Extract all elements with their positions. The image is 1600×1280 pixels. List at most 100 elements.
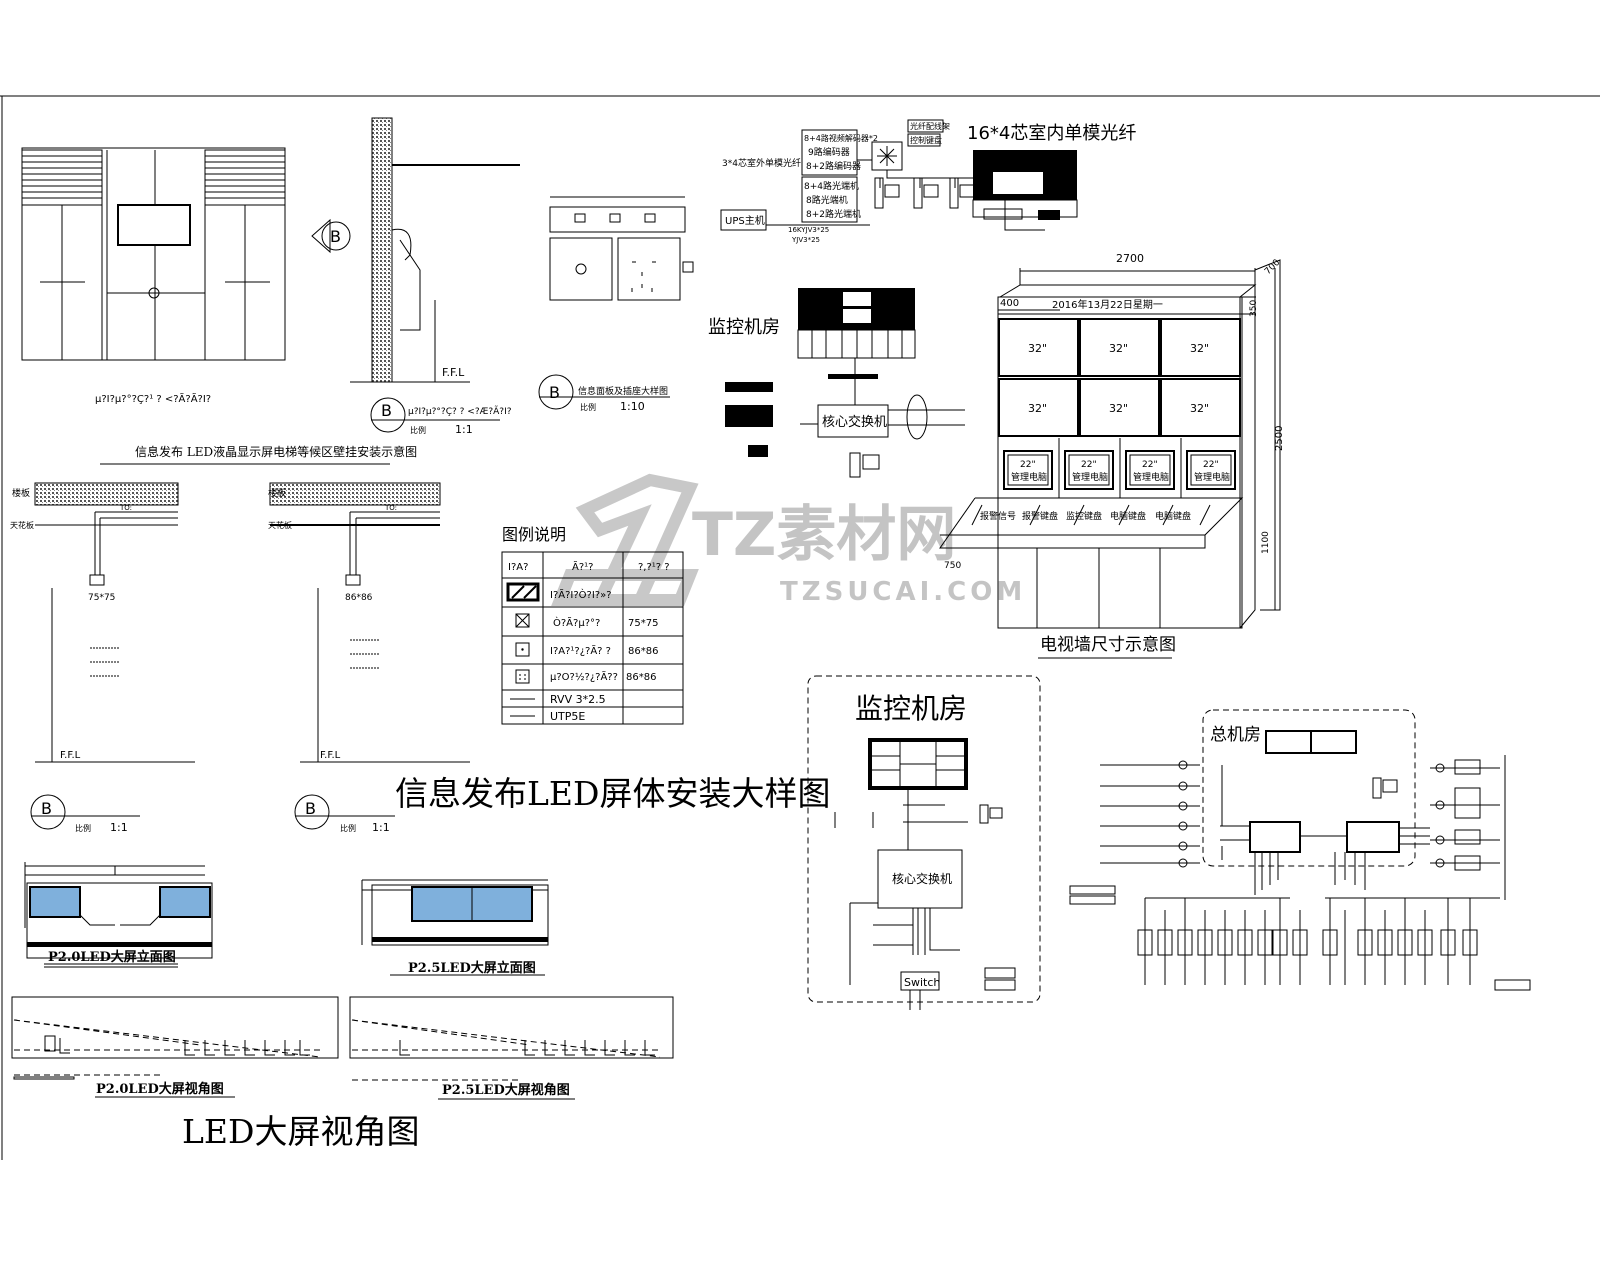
scale-value: 1:1 [372, 821, 390, 834]
p25-elevation-title: P2.5LED大屏立面图 [408, 960, 536, 976]
legend-row: Ò?Ã?µ?°? 75*75 [515, 613, 658, 629]
device-box: 8+2路编码器 [806, 160, 861, 172]
louver-right [204, 149, 286, 206]
workstation-icons [874, 177, 975, 209]
scale-value: 1:1 [455, 423, 473, 436]
legend-name: UTP5E [550, 710, 585, 723]
p20-elevation: P2.0LED大屏立面图 [24, 862, 213, 968]
tv-wall: 2700 400 2016年13月22日星期一 350 700 2500 32"… [939, 252, 1285, 659]
watermark: TZ素材网 TZSUCAI.COM [551, 473, 1026, 607]
dim-desk-depth: 750 [944, 561, 961, 571]
dim-top: 350 [1249, 300, 1259, 317]
marker-letter: B [305, 799, 316, 818]
p25-viewing-angle: P2.5LED大屏视角图 [349, 996, 674, 1100]
legend-row: I?A?¹?¿?Ã? ? 86*86 [515, 642, 658, 657]
screen-size: 32" [1190, 342, 1209, 355]
keyboard-label: 监控键盘 [1066, 510, 1102, 522]
tv-wall-caption: 电视墙尺寸示意图 [1040, 635, 1176, 655]
management-pcs: 22" 管理电脑 22" 管理电脑 22" 管理电脑 22" 管理电脑 [1003, 450, 1236, 490]
led-install-title: 信息发布LED屏体安装大样图 [395, 774, 830, 813]
section-marker: B µ?I?µ?°?Ç? ? <?Æ?Ã?I? 比例 1:1 [370, 397, 512, 436]
switch-label: Switch [904, 976, 940, 989]
legend-spec: 75*75 [628, 618, 658, 629]
main-switch-2 [1346, 821, 1400, 853]
ups-cable-label: 16KYJV3*25 [788, 226, 829, 234]
pc-label: 管理电脑 [1194, 471, 1230, 483]
elevator-wall-elevation: µ?I?µ?°?Ç?¹ ? <?Ã?Ã?I? [21, 147, 286, 405]
ceiling-detail-2: 楼板 天花板 TO: 86*86 F.F.L [268, 482, 470, 763]
date-banner: 2016年13月22日星期一 [1052, 298, 1163, 311]
elevation-caption: µ?I?µ?°?Ç?¹ ? <?Ã?Ã?I? [95, 392, 211, 405]
network-top-diagram: 16*4芯室内单模光纤 3*4芯室外单模光纤 8+4路视频解码器*2 9路编码器… [720, 119, 1136, 244]
p25-elevation: P2.5LED大屏立面图 [361, 879, 549, 976]
legend-name: RVV 3*2.5 [550, 693, 606, 706]
legend-header: Ã?¹? [572, 560, 593, 573]
scale-label: 比例 [410, 425, 426, 435]
wall-section: F.F.L B B µ?I?µ?°?Ç? ? <?Æ?Ã?I? 比例 1:1 [311, 117, 520, 436]
section-arrow-b: B [311, 218, 351, 254]
legend-name: Ò?Ã?µ?°? [553, 616, 600, 629]
scale-value: 1:1 [110, 821, 128, 834]
to-label: TO: [119, 504, 132, 512]
legend-row: µ?O?½?¿?Ã?? 86*86 [515, 669, 656, 684]
control-room-bottom: 监控机房 核心交换机 Switch [807, 675, 1041, 1010]
wall-mounted-tv [117, 204, 191, 246]
rack-label: 光纤配线架 [910, 121, 950, 131]
core-switch-label: 核心交换机 [822, 414, 887, 430]
screen-size: 32" [1190, 402, 1209, 415]
marker-letter: B [381, 401, 392, 420]
ups-cable-label: YJV3*25 [791, 236, 820, 244]
socket-caption: 信息面板及插座大样图 [578, 385, 668, 397]
core-switch-icon [871, 141, 903, 171]
ceiling-detail-1: 楼板 天花板 TO: 75*75 F.F.L [10, 482, 195, 763]
screen-size: 32" [1109, 342, 1128, 355]
legend-name: I?Ã?I?Ò?I?»? [550, 588, 612, 601]
core-switch-label: 核心交换机 [892, 871, 952, 886]
watermark-url: TZSUCAI.COM [780, 577, 1026, 607]
main-room-title: 总机房 [1210, 725, 1261, 745]
ups-box [720, 209, 767, 231]
p20-view-title: P2.0LED大屏视角图 [96, 1081, 224, 1097]
keyboard-label: 报警键盘 [1022, 510, 1058, 522]
ceiling-label: 楼板 [12, 487, 30, 499]
box-size: 86*86 [345, 593, 373, 603]
watermark-logo-icon [551, 473, 699, 606]
led-view-title: LED大屏视角图 [182, 1112, 419, 1151]
branch-drops [1069, 852, 1531, 991]
ceiling-label: 天花板 [268, 520, 292, 530]
pc-size: 22" [1081, 460, 1097, 470]
marker-letter: B [549, 383, 560, 402]
outlet-icon [515, 642, 530, 657]
device-box: 8+2路光端机 [806, 208, 861, 220]
marker-letter: B [330, 227, 341, 246]
outdoor-fiber-label: 3*4芯室外单模光纤 [722, 157, 801, 169]
box-size: 75*75 [88, 593, 115, 603]
legend-spec: 86*86 [628, 646, 658, 657]
control-room-title: 监控机房 [855, 692, 967, 725]
ffl-label: F.F.L [60, 750, 81, 761]
panel-symbol-icon [506, 582, 540, 602]
pc-size: 22" [1020, 460, 1036, 470]
right-feeds [1430, 755, 1506, 900]
legend-row: UTP5E [510, 710, 585, 723]
dim-height: 2500 [1274, 426, 1285, 451]
dim-left: 400 [1000, 298, 1019, 309]
left-feeds [1100, 760, 1223, 868]
audience-icons [399, 1040, 655, 1056]
detail-marker-2: B 比例 1:1 [294, 794, 395, 834]
device-box: 9路编码器 [808, 146, 850, 158]
marker-letter: B [41, 799, 52, 818]
control-label: 控制键盘 [910, 135, 942, 145]
pc-size: 22" [1142, 460, 1158, 470]
screen-size: 32" [1028, 342, 1047, 355]
ffl-label: F.F.L [320, 750, 341, 761]
device-box: 8+4路视频解码器*2 [804, 133, 878, 143]
ceiling-label: 天花板 [10, 520, 34, 530]
pc-size: 22" [1203, 460, 1219, 470]
scale-value: 1:10 [620, 400, 645, 413]
legend-name: I?A?¹?¿?Ã? ? [550, 644, 611, 657]
pc-label: 管理电脑 [1133, 471, 1169, 483]
keyboard-label: 电脑键盘 [1155, 510, 1191, 522]
